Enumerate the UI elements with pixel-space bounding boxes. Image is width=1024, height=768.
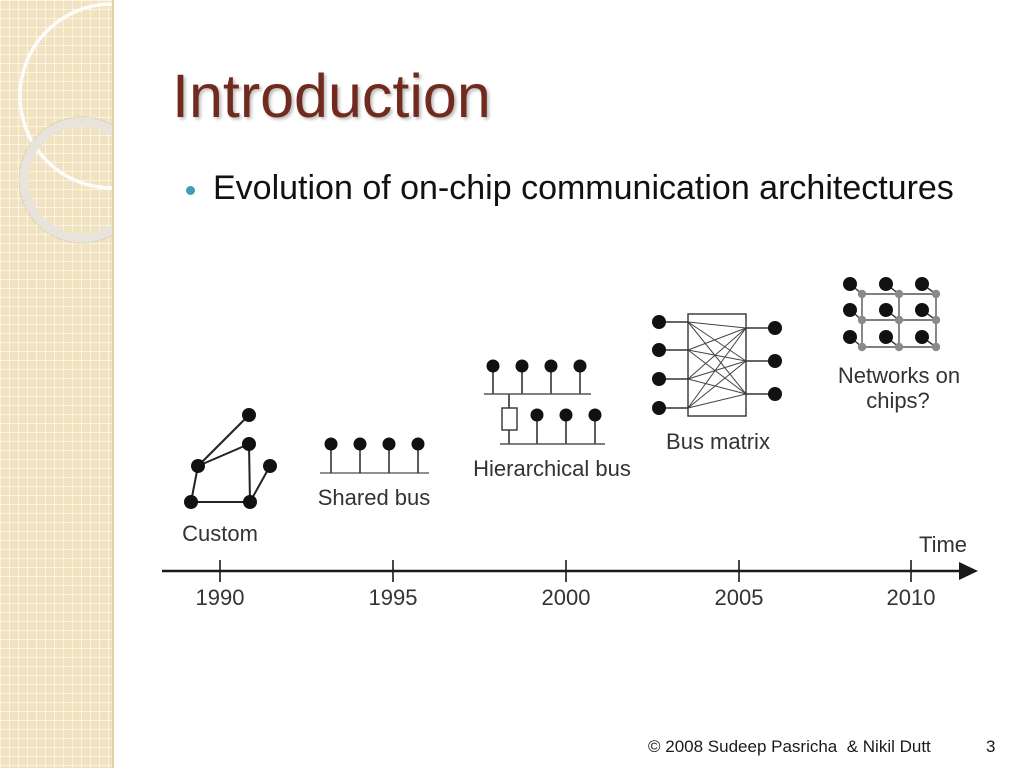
shared-bus-node [382, 437, 396, 451]
noc-router [857, 289, 867, 299]
stage-label-shared-bus: Shared bus [318, 485, 431, 510]
matrix-crossbar-link [687, 393, 747, 409]
noc-router [931, 342, 941, 352]
custom-node [243, 495, 257, 509]
stage-label-bus-matrix: Bus matrix [666, 429, 770, 454]
noc-core-node [915, 303, 929, 317]
slide-title: Introduction [172, 62, 491, 130]
noc-router [857, 315, 867, 325]
matrix-master-node [652, 343, 666, 357]
noc-router [931, 289, 941, 299]
matrix-crossbar-link [687, 378, 747, 395]
hier-bus-node [559, 408, 573, 422]
matrix-master-node [652, 401, 666, 415]
noc-core-node [843, 277, 857, 291]
matrix-crossbar-link [687, 349, 747, 362]
custom-node [242, 408, 256, 422]
matrix-slave-node [768, 354, 782, 368]
custom-edge [248, 443, 251, 503]
custom-topology [190, 414, 271, 503]
bullet-dot-icon [186, 186, 195, 195]
timeline-arrowhead [959, 562, 978, 580]
axis-label-time: Time [919, 532, 967, 557]
stage-label-noc-line2: chips? [866, 388, 930, 413]
custom-nodes [184, 408, 277, 509]
year-label-2010: 2010 [887, 585, 936, 610]
hier-bus-node [544, 359, 558, 373]
matrix-crossbar-link [687, 321, 747, 395]
noc-core-node [843, 330, 857, 344]
noc-core-node [843, 303, 857, 317]
custom-edge [197, 414, 250, 467]
shared-bus-node [411, 437, 425, 451]
hier-bus-node [573, 359, 587, 373]
stage-label-hierarchical-bus: Hierarchical bus [473, 456, 631, 481]
hier-bus-node [588, 408, 602, 422]
shared-bus-node [353, 437, 367, 451]
noc-core-node [915, 277, 929, 291]
matrix-crossbar-link [687, 360, 747, 409]
hier-bus-node [486, 359, 500, 373]
decorative-sidebar-strip [0, 0, 114, 768]
page-number: 3 [986, 737, 996, 756]
custom-node [191, 459, 205, 473]
hier-bus-node [515, 359, 529, 373]
custom-node [263, 459, 277, 473]
timeline: 1990 1995 2000 2005 2010 Time [162, 532, 978, 610]
decorative-ring-large [18, 2, 112, 190]
decorative-ring-small-shadow [18, 116, 112, 244]
matrix-crossbar-link [687, 321, 747, 329]
shared-bus-node [324, 437, 338, 451]
bullet-text: Evolution of on-chip communication archi… [213, 169, 954, 207]
custom-node [184, 495, 198, 509]
noc-topology [843, 277, 941, 352]
year-label-1995: 1995 [369, 585, 418, 610]
matrix-crossbar-link [687, 349, 747, 395]
matrix-crossbar-link [687, 327, 747, 409]
matrix-crossbar-link [687, 327, 747, 380]
matrix-crossbar-link [687, 360, 747, 380]
matrix-slave-node [768, 387, 782, 401]
noc-core-node [879, 277, 893, 291]
matrix-slave-node [768, 321, 782, 335]
noc-core-node [915, 330, 929, 344]
year-label-2000: 2000 [542, 585, 591, 610]
custom-node [242, 437, 256, 451]
noc-router [894, 289, 904, 299]
noc-core-node [879, 303, 893, 317]
matrix-master-node [652, 372, 666, 386]
year-label-1990: 1990 [196, 585, 245, 610]
year-label-2005: 2005 [715, 585, 764, 610]
hier-bridge-box [501, 407, 518, 431]
decorative-ring-small [19, 117, 112, 243]
stage-label-noc-line1: Networks on [838, 363, 960, 388]
decorative-circles [18, 2, 112, 244]
bus-matrix-topology [652, 313, 782, 417]
hierarchical-bus-topology [484, 359, 605, 445]
noc-router [894, 342, 904, 352]
matrix-box [687, 313, 747, 417]
custom-edge [197, 443, 250, 467]
footer-copyright: © 2008 Sudeep Pasricha & Nikil Dutt [648, 737, 931, 756]
noc-router [931, 315, 941, 325]
hier-bus-node [530, 408, 544, 422]
shared-bus-topology [320, 437, 429, 474]
matrix-master-node [652, 315, 666, 329]
noc-router [894, 315, 904, 325]
matrix-crossbar-link [687, 321, 747, 362]
noc-router [857, 342, 867, 352]
matrix-crossbar-link [687, 327, 747, 351]
noc-core-node [879, 330, 893, 344]
stage-label-custom: Custom [182, 521, 258, 546]
